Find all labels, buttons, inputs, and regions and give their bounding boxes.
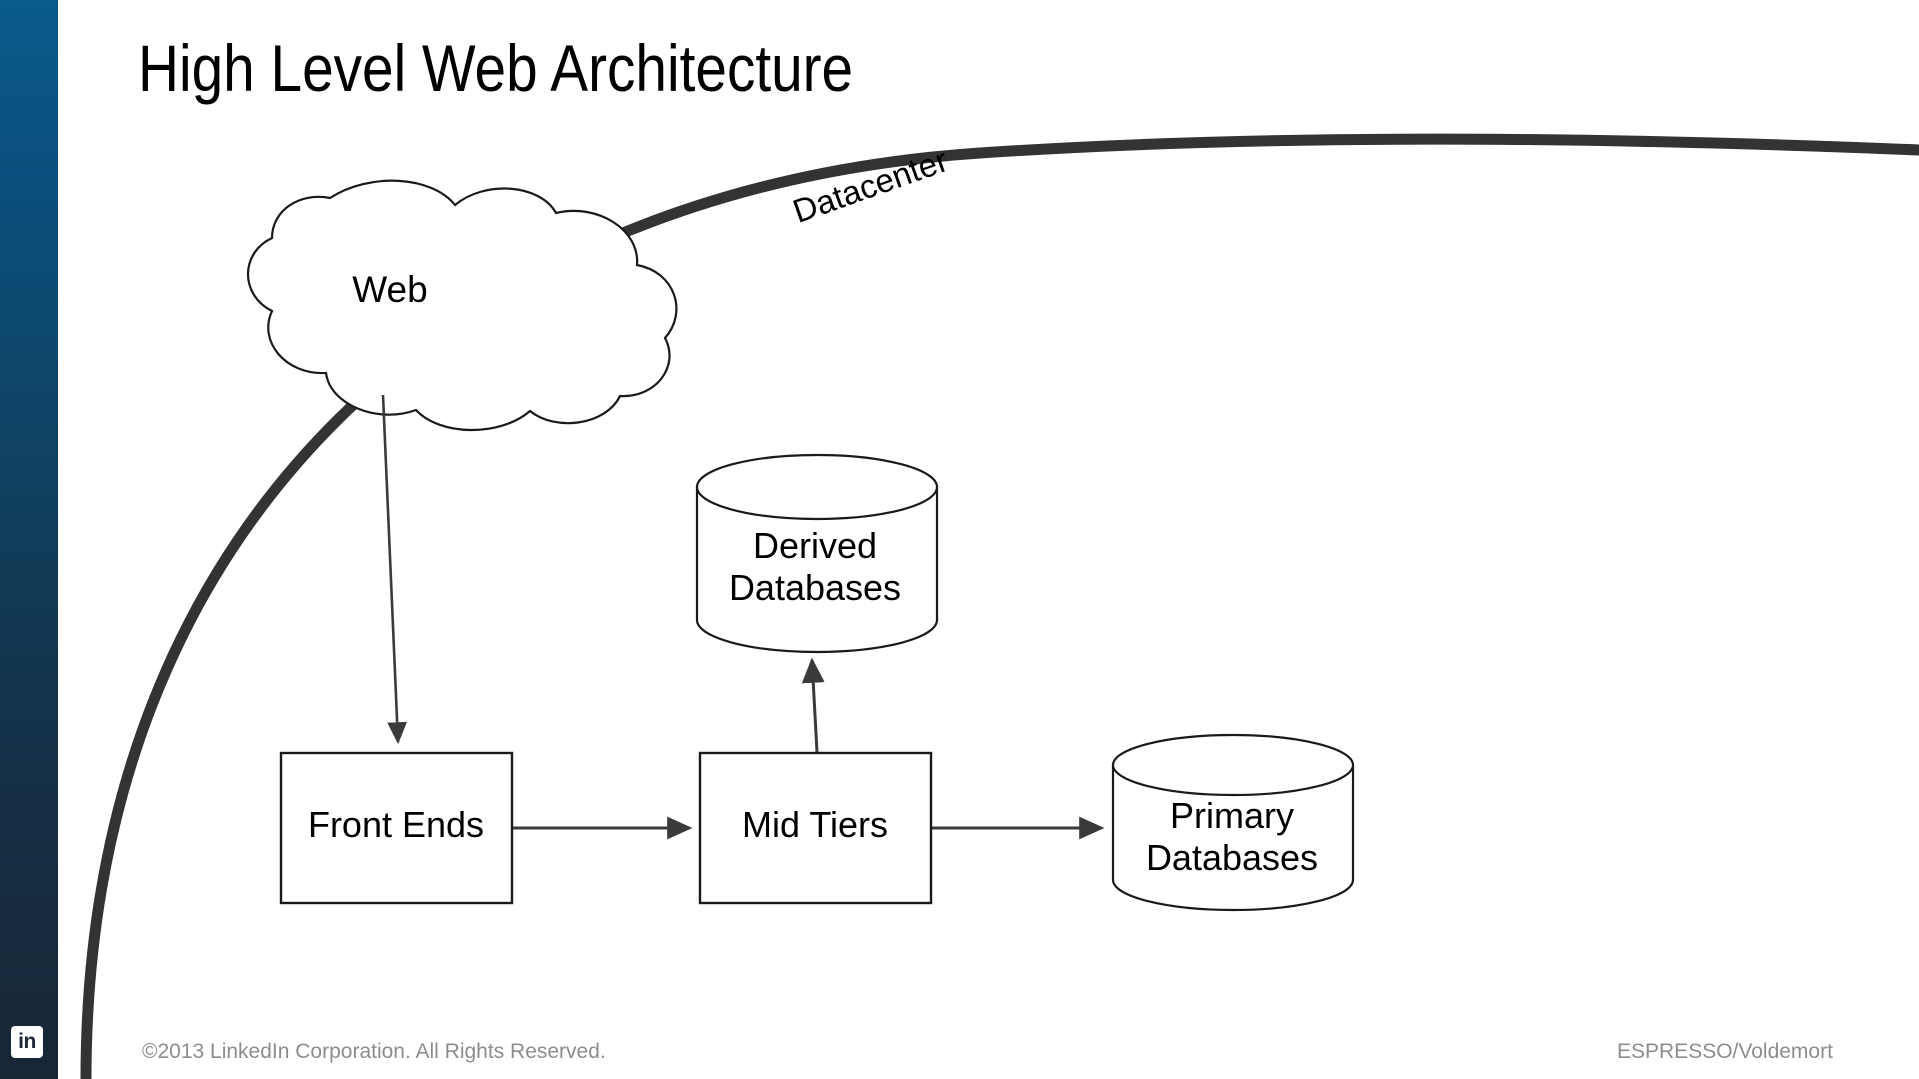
footer-right-label: ESPRESSO/Voldemort (1617, 1040, 1833, 1063)
front-ends-box (279, 751, 514, 905)
front-ends-label: Front Ends (307, 804, 485, 845)
edge-midtiers-to-derived (801, 657, 825, 753)
linkedin-logo-label: in (18, 1029, 36, 1053)
derived-databases-cylinder (695, 453, 939, 654)
derived-cylinder-body (695, 485, 939, 654)
edge-web-to-frontends (381, 394, 408, 745)
brand-rail: in (0, 0, 58, 1079)
primary-databases-label: Primary Databases (1145, 795, 1319, 879)
footer-copyright: ©2013 LinkedIn Corporation. All Rights R… (142, 1040, 606, 1063)
page-title: High Level Web Architecture (138, 31, 854, 105)
mid-tiers-box (698, 751, 933, 905)
primary-cylinder-body (1111, 763, 1355, 912)
cloud-shape (247, 179, 678, 432)
web-cloud-node (247, 179, 678, 432)
primary-databases-cylinder (1111, 733, 1355, 912)
derived-databases-label: Derived Databases (728, 525, 902, 609)
datacenter-boundary-curve (80, 133, 1919, 1079)
mid-tiers-label: Mid Tiers (741, 804, 889, 845)
primary-cylinder-top (1111, 733, 1355, 797)
derived-cylinder-top (695, 453, 939, 521)
linkedin-logo-icon: in (11, 1026, 43, 1058)
web-cloud-label: Web (352, 269, 428, 310)
